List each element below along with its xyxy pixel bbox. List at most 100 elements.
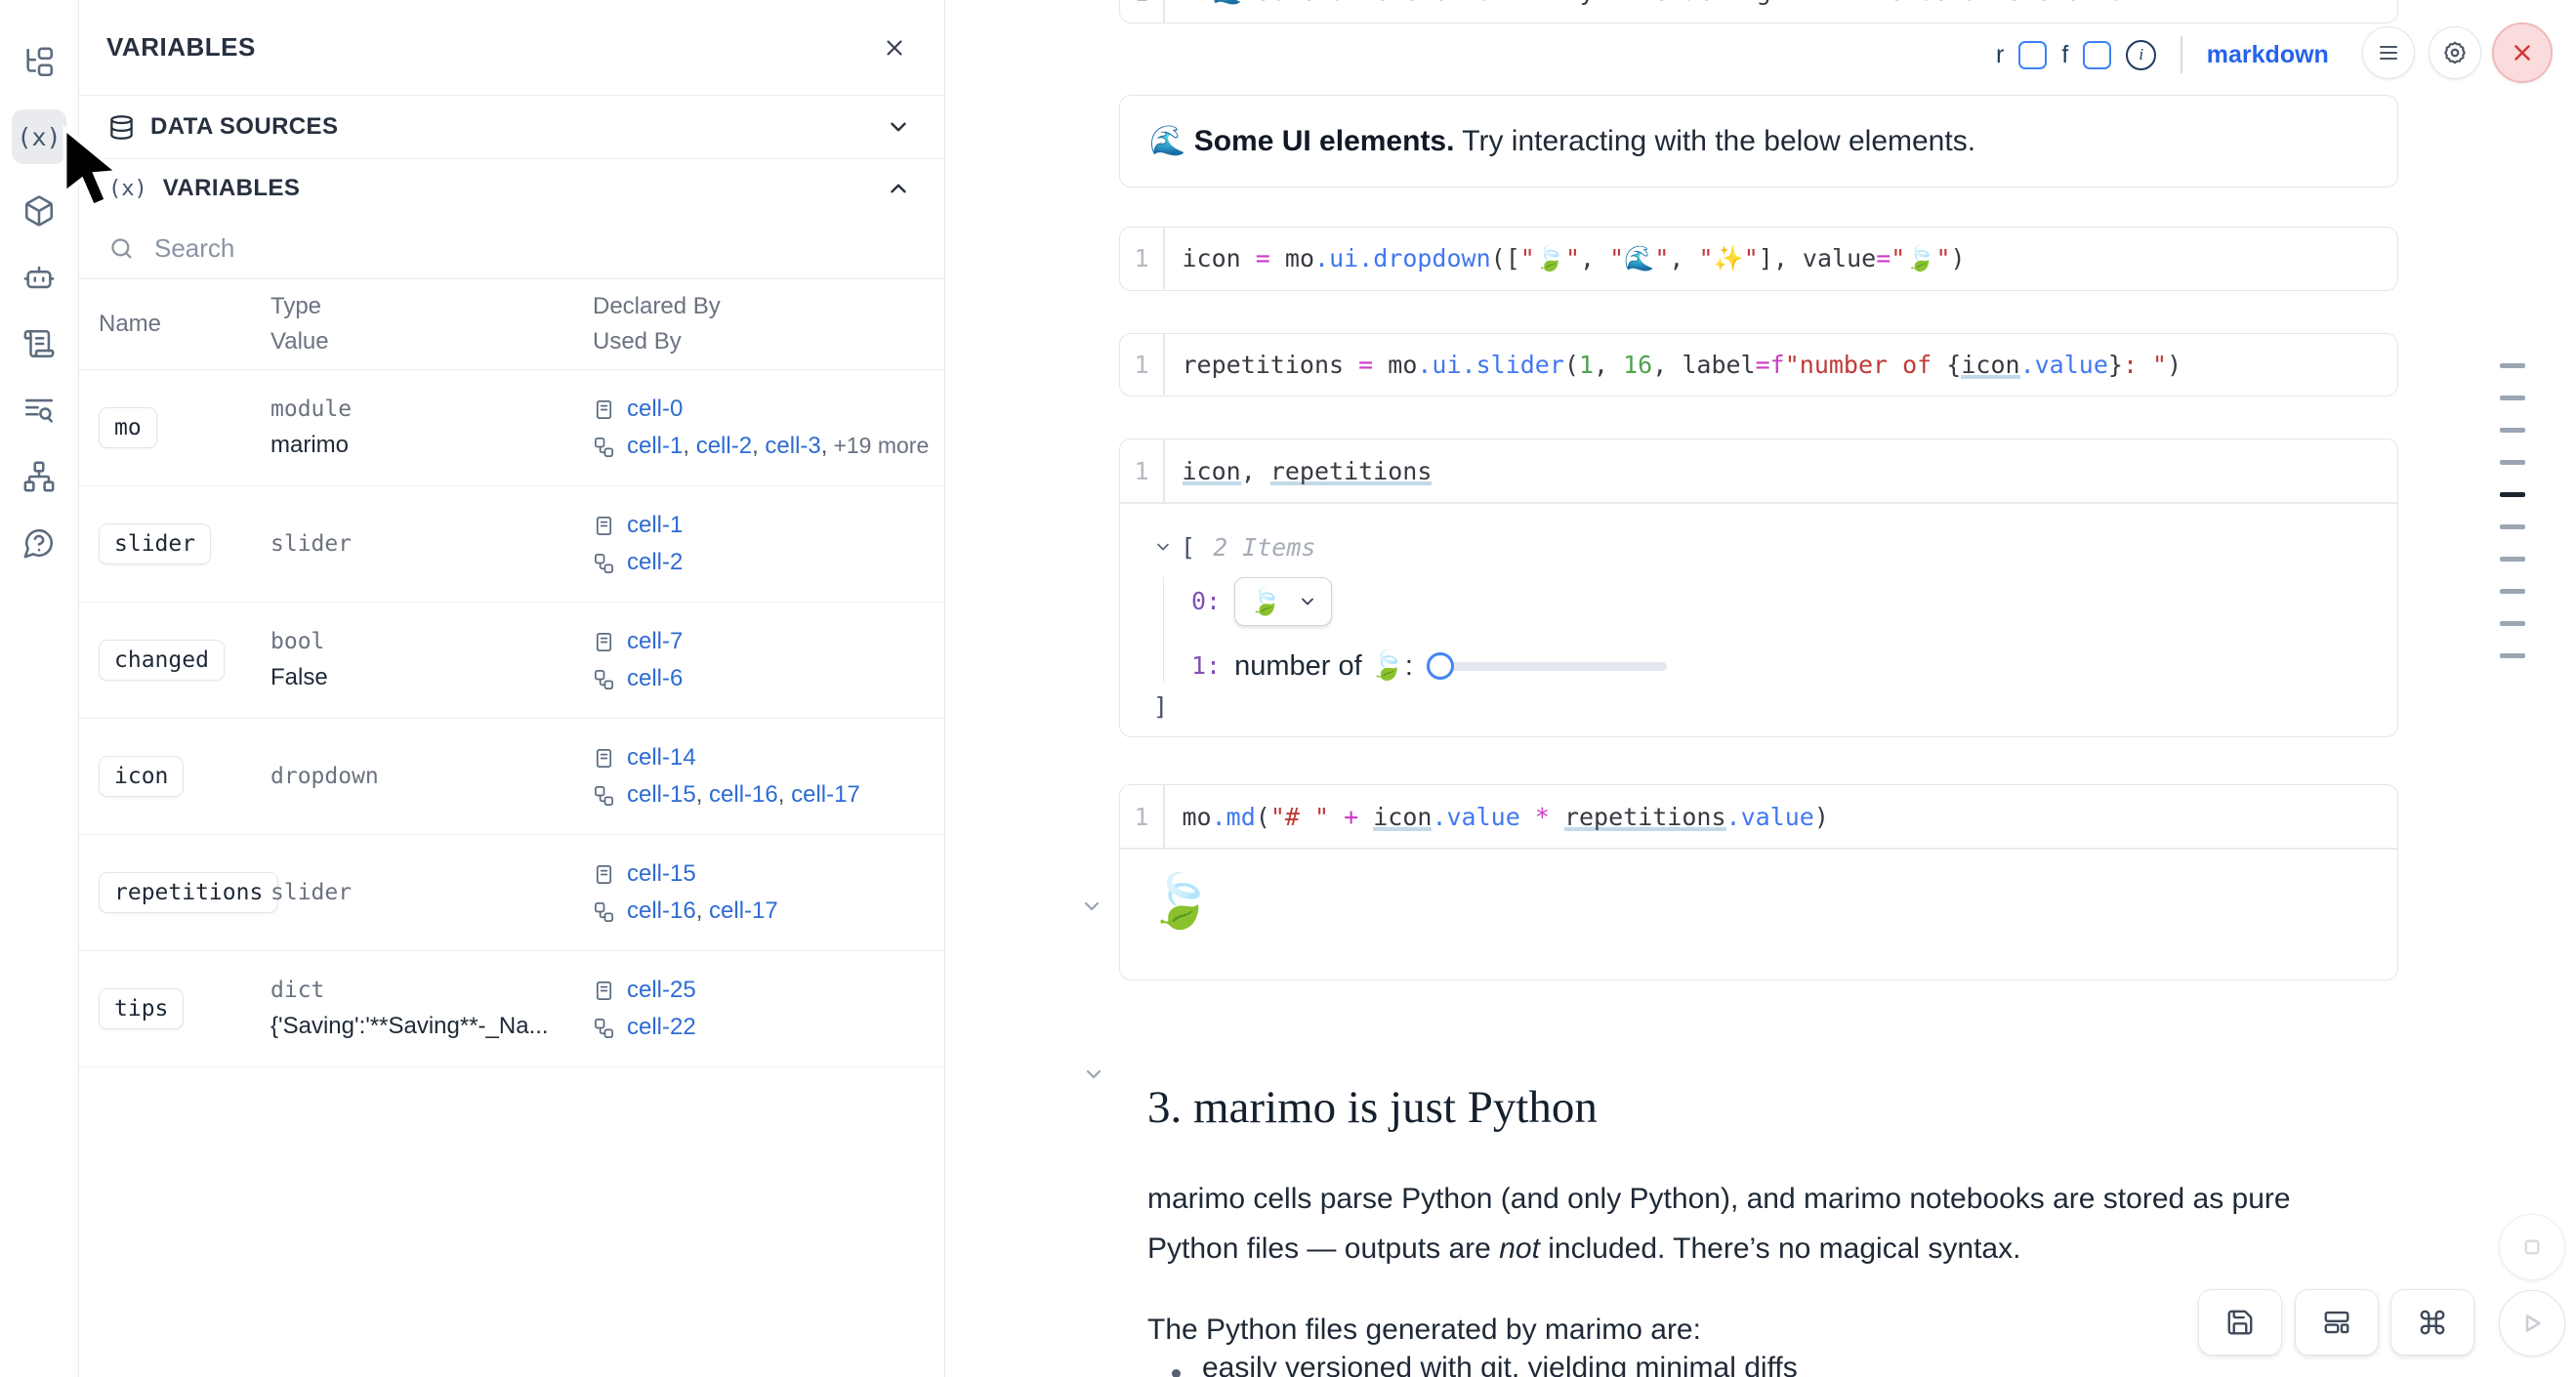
- file-tree-icon[interactable]: [12, 43, 66, 82]
- variable-name-badge[interactable]: slider: [99, 523, 212, 564]
- variables-panel-icon[interactable]: (x): [12, 109, 66, 164]
- keyboard-shortcuts-button[interactable]: [2390, 1289, 2474, 1356]
- language-toggle[interactable]: markdown: [2206, 40, 2329, 68]
- used-by-line: cell-15, cell-16, cell-17: [593, 781, 944, 809]
- save-button[interactable]: [2198, 1289, 2282, 1356]
- section-collapse-chevron-icon[interactable]: [1082, 1063, 1105, 1086]
- search-input[interactable]: [152, 231, 915, 265]
- variable-row: repetitions slider cell-15 cell-16, cell…: [79, 835, 944, 951]
- minimap-dash[interactable]: [2500, 524, 2525, 529]
- code-cell-tuple[interactable]: 1 icon, repetitions [ 2 Items 0: 🍃: [1119, 438, 2398, 737]
- minimap-dash[interactable]: [2500, 653, 2525, 658]
- comma: ,: [683, 433, 696, 459]
- markdown-source-cell[interactable]: 1 **🌊 Some UI elements.** Try interactin…: [1119, 0, 2398, 23]
- cell-link[interactable]: cell-16: [627, 897, 696, 924]
- info-icon[interactable]: i: [2126, 39, 2157, 70]
- cell-link[interactable]: cell-0: [627, 396, 684, 422]
- shutdown-button[interactable]: [2492, 22, 2553, 83]
- code-editor-line[interactable]: mo.md("# " + icon.value * repetitions.va…: [1182, 802, 1829, 831]
- collapse-chevron-icon[interactable]: [1153, 537, 1173, 557]
- code-editor-line[interactable]: icon = mo.ui.dropdown(["🍃", "🌊", "✨"], v…: [1182, 243, 1966, 272]
- item-index: 1:: [1191, 651, 1222, 680]
- line-number: 1: [1134, 350, 1149, 379]
- code-cell-slider[interactable]: 1 repetitions = mo.ui.slider(1, 16, labe…: [1119, 333, 2398, 396]
- variable-name-badge[interactable]: changed: [99, 640, 225, 681]
- toggle-r-checkbox[interactable]: [2018, 40, 2048, 69]
- used-by-line: cell-6: [593, 665, 944, 692]
- settings-button[interactable]: [2429, 26, 2481, 79]
- cell-link[interactable]: cell-1: [627, 512, 684, 538]
- notebook-menu-button[interactable]: [2362, 26, 2415, 79]
- variable-name-badge[interactable]: repetitions: [99, 872, 279, 913]
- workflow-link-icon: [595, 1018, 613, 1038]
- cell-link[interactable]: cell-17: [791, 781, 860, 808]
- code-editor-line[interactable]: repetitions = mo.ui.slider(1, 16, label=…: [1182, 350, 2182, 379]
- dependency-graph-icon[interactable]: [12, 457, 66, 496]
- variable-name-badge[interactable]: tips: [99, 988, 185, 1029]
- minimap-dash[interactable]: [2500, 492, 2525, 497]
- command-icon: [2420, 1310, 2445, 1335]
- chevron-down-icon[interactable]: [886, 114, 911, 140]
- cell-link[interactable]: cell-15: [627, 860, 696, 887]
- cell-link[interactable]: cell-2: [627, 549, 684, 575]
- variable-name-badge[interactable]: icon: [99, 756, 185, 797]
- variable-type: slider: [270, 880, 353, 905]
- stop-button[interactable]: [2499, 1214, 2565, 1280]
- text-search-icon[interactable]: [12, 391, 66, 430]
- toolbar-divider: [2181, 36, 2182, 73]
- section-data-sources[interactable]: DATA SOURCES: [79, 96, 944, 159]
- scroll-icon[interactable]: [12, 324, 66, 363]
- notebook-area: 1 **🌊 Some UI elements.** Try interactin…: [945, 0, 2576, 1377]
- declared-by-line: cell-15: [593, 860, 944, 888]
- minimap-dash[interactable]: [2500, 621, 2525, 626]
- declared-by-line: cell-14: [593, 744, 944, 772]
- help-chat-icon[interactable]: [12, 523, 66, 563]
- cell-outline-minimap[interactable]: [2500, 363, 2525, 658]
- section-variables[interactable]: (x) VARIABLES: [79, 159, 944, 218]
- variable-row: changed bool False cell-7 cell-6: [79, 603, 944, 719]
- minimap-dash[interactable]: [2500, 428, 2525, 433]
- cell-link[interactable]: cell-22: [627, 1014, 696, 1040]
- code-cell-md[interactable]: 1 mo.md("# " + icon.value * repetitions.…: [1119, 784, 2398, 981]
- code-editor-line[interactable]: icon, repetitions: [1182, 456, 1433, 485]
- robot-icon[interactable]: [12, 258, 66, 297]
- repetitions-slider[interactable]: [1426, 651, 1667, 680]
- section-heading: 3. marimo is just Python: [1147, 1082, 1598, 1133]
- minimap-dash[interactable]: [2500, 363, 2525, 368]
- variables-table-body: mo module marimo cell-0 cell-1, cell-2, …: [79, 370, 944, 1067]
- paragraph-2: The Python files generated by marimo are…: [1147, 1314, 1701, 1346]
- cell-link[interactable]: cell-25: [627, 977, 696, 1003]
- code-cell-dropdown[interactable]: 1 icon = mo.ui.dropdown(["🍃", "🌊", "✨"],…: [1119, 227, 2398, 291]
- cell-link[interactable]: cell-2: [695, 433, 753, 459]
- cell-link[interactable]: cell-15: [627, 781, 696, 808]
- markdown-source-code[interactable]: **🌊 Some UI elements.** Try interacting …: [1165, 0, 2139, 7]
- variable-name-badge[interactable]: mo: [99, 407, 157, 448]
- minimap-dash[interactable]: [2500, 589, 2525, 594]
- item-count: 2 Items: [1213, 532, 1316, 562]
- minimap-dash[interactable]: [2500, 557, 2525, 562]
- used-by-line: cell-16, cell-17: [593, 897, 944, 925]
- line-number: 1: [1134, 456, 1149, 485]
- line-number: 1: [1134, 802, 1149, 831]
- mouse-cursor-icon: [62, 125, 123, 209]
- cell-link[interactable]: cell-17: [709, 897, 778, 924]
- minimap-dash[interactable]: [2500, 460, 2525, 465]
- chevron-up-icon[interactable]: [886, 176, 911, 201]
- minimap-dash[interactable]: [2500, 396, 2525, 400]
- cell-link[interactable]: cell-14: [627, 744, 696, 771]
- cell-link[interactable]: cell-16: [709, 781, 778, 808]
- toggle-f-checkbox[interactable]: [2083, 40, 2112, 69]
- slider-thumb[interactable]: [1426, 651, 1454, 680]
- cell-link[interactable]: cell-7: [627, 628, 684, 654]
- slider-track[interactable]: [1435, 661, 1667, 671]
- cell-link[interactable]: cell-3: [765, 433, 821, 459]
- close-panel-button[interactable]: [882, 35, 907, 61]
- output-collapse-chevron-icon[interactable]: [1080, 895, 1103, 918]
- package-icon[interactable]: [12, 191, 66, 230]
- cell-link[interactable]: cell-6: [627, 665, 684, 691]
- run-button[interactable]: [2499, 1290, 2565, 1356]
- cell-link[interactable]: cell-1: [627, 433, 684, 459]
- layout-button[interactable]: [2295, 1289, 2379, 1356]
- icon-dropdown-control[interactable]: 🍃: [1234, 576, 1332, 626]
